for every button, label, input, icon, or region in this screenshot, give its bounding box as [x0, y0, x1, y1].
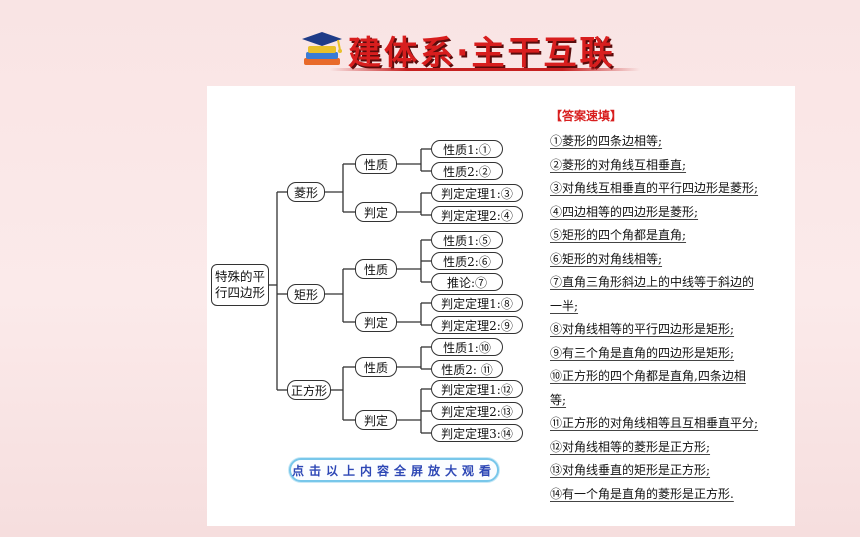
- answer-text: ⑩正方形的四个角都是直角,四条边相: [550, 369, 746, 383]
- answer-line: ②菱形的对角线互相垂直;: [550, 154, 790, 178]
- answer-line: ⑭有一个角是直角的菱形是正方形.: [550, 483, 790, 507]
- group-node: 性质: [355, 357, 397, 377]
- answer-text: 等;: [550, 392, 567, 407]
- group-node: 性质: [355, 154, 397, 174]
- answer-text: ①菱形的四条边相等;: [550, 134, 663, 148]
- answer-line: ⑦直角三角形斜边上的中线等于斜边的: [550, 271, 790, 295]
- answer-line: 等;: [550, 389, 790, 413]
- leaf-node: 判定定理2:⑨: [431, 316, 523, 334]
- group-node: 判定: [355, 410, 397, 430]
- answer-line: ③对角线互相垂直的平行四边形是菱形;: [550, 177, 790, 201]
- answer-text: ②菱形的对角线互相垂直;: [550, 157, 687, 172]
- answer-text: ⑬对角线垂直的矩形是正方形;: [550, 463, 711, 477]
- leaf-node: 判定定理1:③: [431, 184, 523, 202]
- answer-line: ⑬对角线垂直的矩形是正方形;: [550, 459, 790, 483]
- root-node: 特殊的平行四边形: [211, 264, 269, 306]
- leaf-node: 判定定理3:⑭: [431, 424, 523, 442]
- leaf-node: 判定定理1:⑧: [431, 294, 523, 312]
- answer-line: ⑧对角线相等的平行四边形是矩形;: [550, 318, 790, 342]
- answer-line: ④四边相等的四边形是菱形;: [550, 201, 790, 225]
- branch-node: 菱形: [287, 182, 325, 202]
- leaf-node: 性质2:②: [431, 162, 503, 180]
- title-underline: [330, 68, 640, 71]
- leaf-node: 性质2:⑥: [431, 252, 503, 270]
- graduation-cap-books-icon: [302, 32, 342, 65]
- group-node: 性质: [355, 259, 397, 279]
- section-title: 建体系·主干互联: [348, 33, 616, 72]
- branch-node: 正方形: [287, 380, 331, 400]
- answer-text: ④四边相等的四边形是菱形;: [550, 204, 699, 219]
- connector-lines: [269, 148, 431, 434]
- leaf-node: 判定定理1:⑫: [431, 380, 523, 398]
- answer-line: 一半;: [550, 295, 790, 319]
- leaf-node: 性质1:①: [431, 140, 503, 158]
- section-banner: 建体系·主干互联: [300, 24, 640, 76]
- answer-line: ①菱形的四条边相等;: [550, 130, 790, 154]
- leaf-node: 判定定理2:④: [431, 206, 523, 224]
- answer-text: ③对角线互相垂直的平行四边形是菱形;: [550, 181, 759, 195]
- answer-text: ⑭有一个角是直角的菱形是正方形.: [550, 486, 734, 501]
- answer-text: ⑫对角线相等的菱形是正方形;: [550, 439, 711, 454]
- answer-text: ⑧对角线相等的平行四边形是矩形;: [550, 322, 735, 336]
- answer-text: ⑥矩形的对角线相等;: [550, 251, 663, 266]
- answer-text: ⑤矩形的四个角都是直角;: [550, 228, 687, 242]
- answer-list: 【答案速填】 ①菱形的四条边相等; ②菱形的对角线互相垂直; ③对角线互相垂直的平行…: [550, 108, 790, 506]
- leaf-node: 性质1:⑤: [431, 231, 503, 249]
- answer-text: ⑪正方形的对角线相等且互相垂直平分;: [550, 416, 759, 430]
- answer-list-title: 【答案速填】: [550, 109, 623, 123]
- answer-text: ⑦直角三角形斜边上的中线等于斜边的: [550, 275, 755, 289]
- leaf-node: 判定定理2:⑬: [431, 402, 523, 420]
- answer-line: ⑥矩形的对角线相等;: [550, 248, 790, 272]
- branch-node: 矩形: [287, 284, 325, 304]
- group-node: 判定: [355, 202, 397, 222]
- leaf-node: 性质2: ⑪: [431, 360, 503, 378]
- answer-line: ⑨有三个角是直角的四边形是矩形;: [550, 342, 790, 366]
- answer-line: ⑪正方形的对角线相等且互相垂直平分;: [550, 412, 790, 436]
- answer-text: 一半;: [550, 298, 579, 313]
- answer-line: ⑫对角线相等的菱形是正方形;: [550, 436, 790, 460]
- answer-line: ⑤矩形的四个角都是直角;: [550, 224, 790, 248]
- leaf-node: 推论:⑦: [431, 273, 503, 291]
- fullscreen-enlarge-button[interactable]: 点击以上内容全屏放大观看: [289, 458, 499, 482]
- leaf-node: 性质1:⑩: [431, 338, 503, 356]
- answer-line: ⑩正方形的四个角都是直角,四条边相: [550, 365, 790, 389]
- answer-text: ⑨有三个角是直角的四边形是矩形;: [550, 345, 735, 360]
- group-node: 判定: [355, 312, 397, 332]
